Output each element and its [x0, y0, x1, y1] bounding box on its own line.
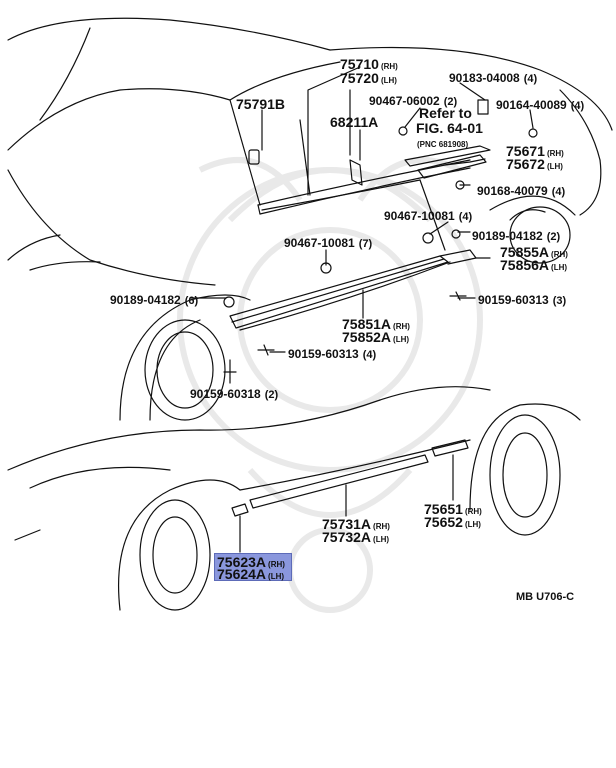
callout-90159-60313-qty3[interactable]: 90159-60313(3) — [478, 292, 566, 308]
side-suffix: (RH) — [373, 522, 390, 531]
leader-lines-upper — [189, 66, 534, 384]
callout-90183-04008[interactable]: 90183-04008(4) — [449, 70, 537, 86]
part-number: 75710 — [340, 56, 379, 72]
callout-75855a[interactable]: 75855A(RH) — [500, 245, 568, 261]
callout-75851a[interactable]: 75851A(RH) — [342, 317, 410, 333]
callout-90467-10081-qty4[interactable]: 90467-10081(4) — [384, 208, 472, 224]
side-suffix: (RH) — [268, 560, 285, 569]
roof-drip-molding — [257, 159, 471, 215]
quantity: (2) — [546, 231, 561, 243]
part-number: 90168-40079 — [477, 184, 548, 198]
callout-90189-04182-qty6[interactable]: 90189-04182(6) — [110, 292, 198, 308]
leader-lines-lower — [239, 454, 454, 553]
rocker-molding-lower — [231, 439, 469, 517]
part-number: 90183-04008 — [449, 71, 520, 85]
pnc-text: (PNC 681908) — [417, 140, 469, 149]
part-number: 90159-60313 — [288, 347, 359, 361]
part-number: 75731A — [322, 516, 372, 532]
callout-75671[interactable]: 75671(RH) — [506, 144, 564, 160]
side-suffix: (RH) — [551, 250, 568, 259]
refer-figure-link[interactable]: FIG. 64-01 — [416, 121, 483, 137]
callout-90467-10081-qty7[interactable]: 90467-10081(7) — [284, 235, 372, 251]
callout-75651[interactable]: 75651(RH) — [424, 502, 482, 518]
side-suffix: (RH) — [464, 507, 482, 516]
quantity: (4) — [523, 73, 538, 85]
part-number: 90159-60318 — [190, 387, 261, 401]
part-number: 75851A — [342, 316, 392, 332]
side-suffix: (LH) — [546, 162, 563, 171]
callout-90164-40089[interactable]: 90164-40089(4) — [496, 97, 584, 113]
callout-75732a[interactable]: 75732A(LH) — [322, 530, 389, 546]
side-suffix: (RH) — [393, 322, 410, 331]
refer-line1: Refer to — [419, 105, 472, 121]
refer-pnc: (PNC 681908) — [417, 135, 468, 151]
callout-75623a[interactable]: 75623A(RH) — [217, 555, 285, 571]
door-belt-molding — [404, 145, 491, 179]
part-number: 68211A — [330, 114, 379, 130]
quantity: (6) — [184, 295, 199, 307]
quantity: (4) — [362, 349, 377, 361]
part-number: 90467-10081 — [384, 209, 455, 223]
side-suffix: (LH) — [380, 76, 397, 85]
callout-90467-06002[interactable]: 90467-06002(2) — [369, 93, 457, 109]
callout-75856a[interactable]: 75856A(LH) — [500, 258, 567, 274]
callout-75672[interactable]: 75672(LH) — [506, 157, 563, 173]
part-number: 90189-04182 — [110, 293, 181, 307]
part-number: 90164-40089 — [496, 98, 567, 112]
side-suffix: (RH) — [380, 62, 398, 71]
side-suffix: (LH) — [373, 535, 390, 544]
side-suffix: (RH) — [546, 149, 564, 158]
quantity: (4) — [458, 211, 473, 223]
watermark-emblem — [177, 157, 483, 613]
figure-code: MB U706-C — [516, 588, 574, 604]
callout-75852a[interactable]: 75852A(LH) — [342, 330, 409, 346]
part-number: 90467-06002 — [369, 94, 440, 108]
part-number: 75856A — [500, 257, 550, 273]
selected-part-highlight — [214, 553, 292, 581]
callout-90168-40079[interactable]: 90168-40079(4) — [477, 183, 565, 199]
quantity: (2) — [264, 389, 279, 401]
callout-90159-60313-qty4[interactable]: 90159-60313(4) — [288, 346, 376, 362]
part-number: 75720 — [340, 70, 379, 86]
part-number: 75623A — [217, 554, 267, 570]
part-number: 90159-60313 — [478, 293, 549, 307]
part-number: 75652 — [424, 514, 463, 530]
rocker-panel-molding-upper — [229, 249, 477, 329]
side-suffix: (LH) — [464, 520, 481, 529]
refer-line2: FIG. 64-01 — [416, 120, 483, 136]
part-number: 75852A — [342, 329, 392, 345]
part-number: 75651 — [424, 501, 463, 517]
quantity: (4) — [551, 186, 566, 198]
side-suffix: (LH) — [393, 335, 410, 344]
quantity: (7) — [358, 238, 373, 250]
callout-75624a[interactable]: 75624A(LH) — [217, 567, 284, 583]
part-number: 75672 — [506, 156, 545, 172]
quantity: (3) — [552, 295, 567, 307]
side-suffix: (LH) — [268, 572, 285, 581]
callout-90189-04182-qty2[interactable]: 90189-04182(2) — [472, 228, 560, 244]
callout-75731a[interactable]: 75731A(RH) — [322, 517, 390, 533]
part-number: 90467-10081 — [284, 236, 355, 250]
callout-75791b[interactable]: 75791B — [236, 97, 285, 113]
part-number: 75671 — [506, 143, 545, 159]
part-number: 75624A — [217, 566, 267, 582]
callout-68211a[interactable]: 68211A — [330, 115, 378, 131]
refer-note: Refer to — [419, 106, 472, 120]
callout-75652[interactable]: 75652(LH) — [424, 515, 481, 531]
lower-car-body — [7, 386, 581, 611]
figure-code-text: MB U706-C — [516, 591, 575, 603]
part-number: 75791B — [236, 96, 286, 112]
side-suffix: (LH) — [551, 263, 568, 272]
quantity: (2) — [443, 96, 458, 108]
part-number: 75855A — [500, 244, 550, 260]
quantity: (4) — [570, 100, 585, 112]
callout-75720[interactable]: 75720(LH) — [340, 71, 397, 87]
callout-75710[interactable]: 75710(RH) — [340, 57, 398, 73]
part-number: 90189-04182 — [472, 229, 543, 243]
part-number: 75732A — [322, 529, 372, 545]
callout-90159-60318[interactable]: 90159-60318(2) — [190, 386, 278, 402]
